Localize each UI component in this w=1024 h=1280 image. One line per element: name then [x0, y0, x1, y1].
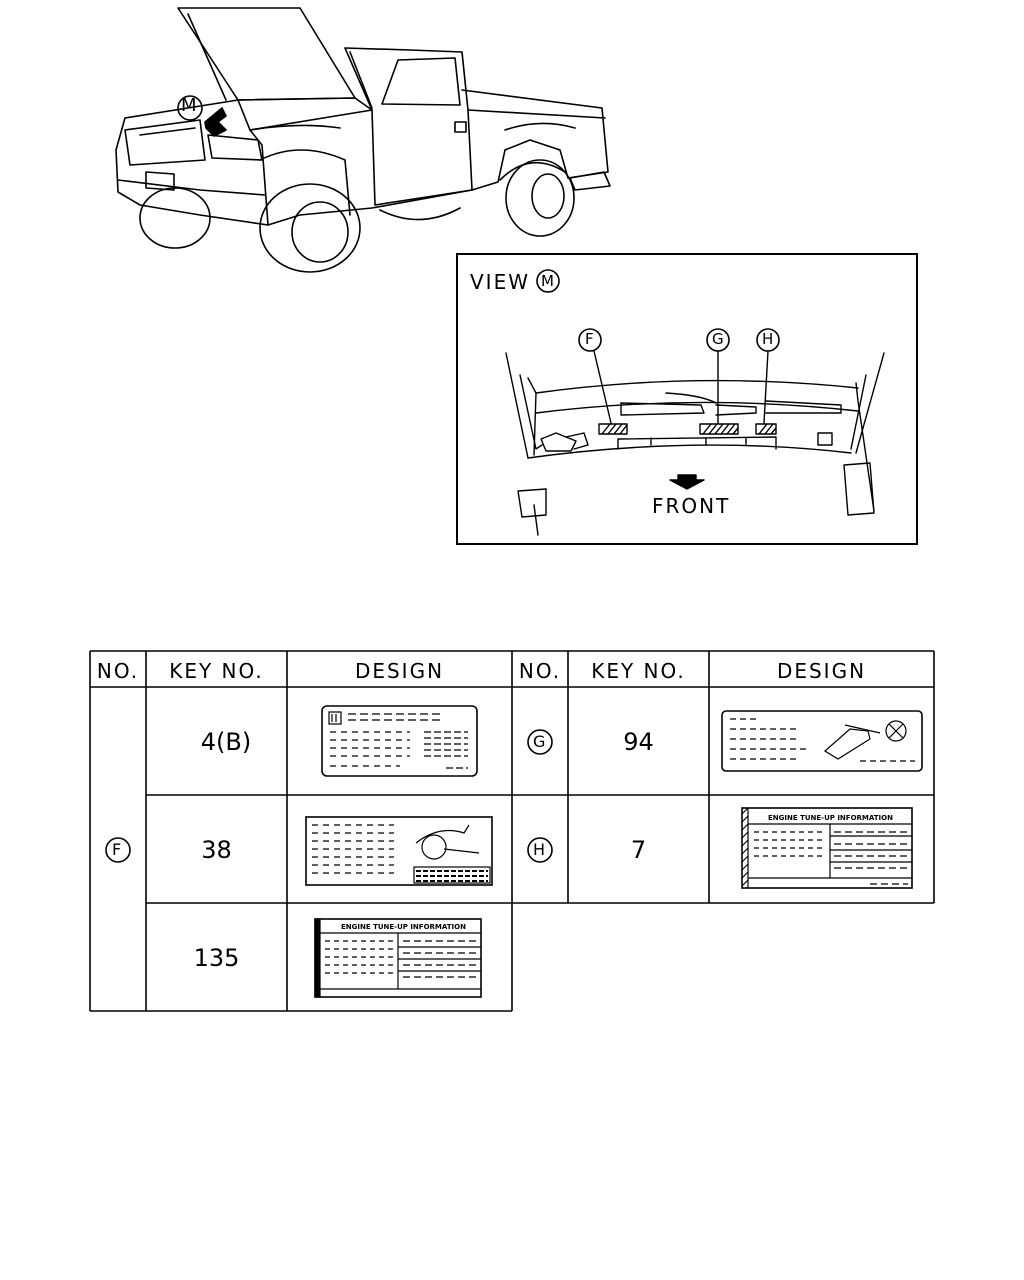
group-f-circle — [105, 837, 131, 863]
marker-g-letter: G — [712, 330, 724, 348]
marker-g-circle — [706, 328, 730, 352]
marker-f-letter: F — [585, 330, 594, 348]
tune-up-heading-7: ENGINE TUNE-UP INFORMATION — [768, 814, 893, 822]
view-title: VIEW — [470, 270, 530, 294]
truck-illustration — [115, 7, 611, 273]
group-f-letter: F — [112, 840, 122, 859]
view-title-circle — [536, 269, 560, 293]
header-design-right: DESIGN — [776, 659, 867, 683]
truck-callout-letter: M — [181, 95, 197, 116]
design-label-4b — [321, 705, 478, 777]
header-design-left: DESIGN — [354, 659, 445, 683]
design-label-135: ENGINE TUNE-UP INFORMATION — [314, 918, 482, 998]
group-h-letter: H — [533, 840, 546, 859]
tune-up-heading-135: ENGINE TUNE-UP INFORMATION — [341, 923, 466, 931]
design-label-7: ENGINE TUNE-UP INFORMATION — [741, 807, 913, 889]
key-no-135: 135 — [193, 944, 240, 972]
marker-h-letter: H — [762, 330, 774, 348]
callout-marker-m — [177, 95, 203, 121]
key-no-7: 7 — [630, 836, 647, 864]
header-no-left: NO. — [96, 659, 140, 683]
group-g-letter: G — [533, 732, 546, 751]
header-no-right: NO. — [518, 659, 562, 683]
view-title-letter: M — [541, 272, 554, 290]
key-no-4b: 4(B) — [200, 728, 252, 756]
key-no-94: 94 — [623, 728, 654, 756]
header-key-no-left: KEY NO. — [169, 659, 264, 683]
header-key-no-right: KEY NO. — [591, 659, 686, 683]
group-h-circle — [527, 837, 553, 863]
marker-f-circle — [578, 328, 602, 352]
front-label: FRONT — [652, 494, 731, 518]
design-label-38 — [305, 816, 493, 886]
engine-bay-diagram — [505, 350, 885, 536]
design-label-94 — [721, 710, 923, 772]
view-panel — [456, 253, 918, 545]
group-g-circle — [527, 729, 553, 755]
key-no-38: 38 — [201, 836, 232, 864]
marker-h-circle — [756, 328, 780, 352]
